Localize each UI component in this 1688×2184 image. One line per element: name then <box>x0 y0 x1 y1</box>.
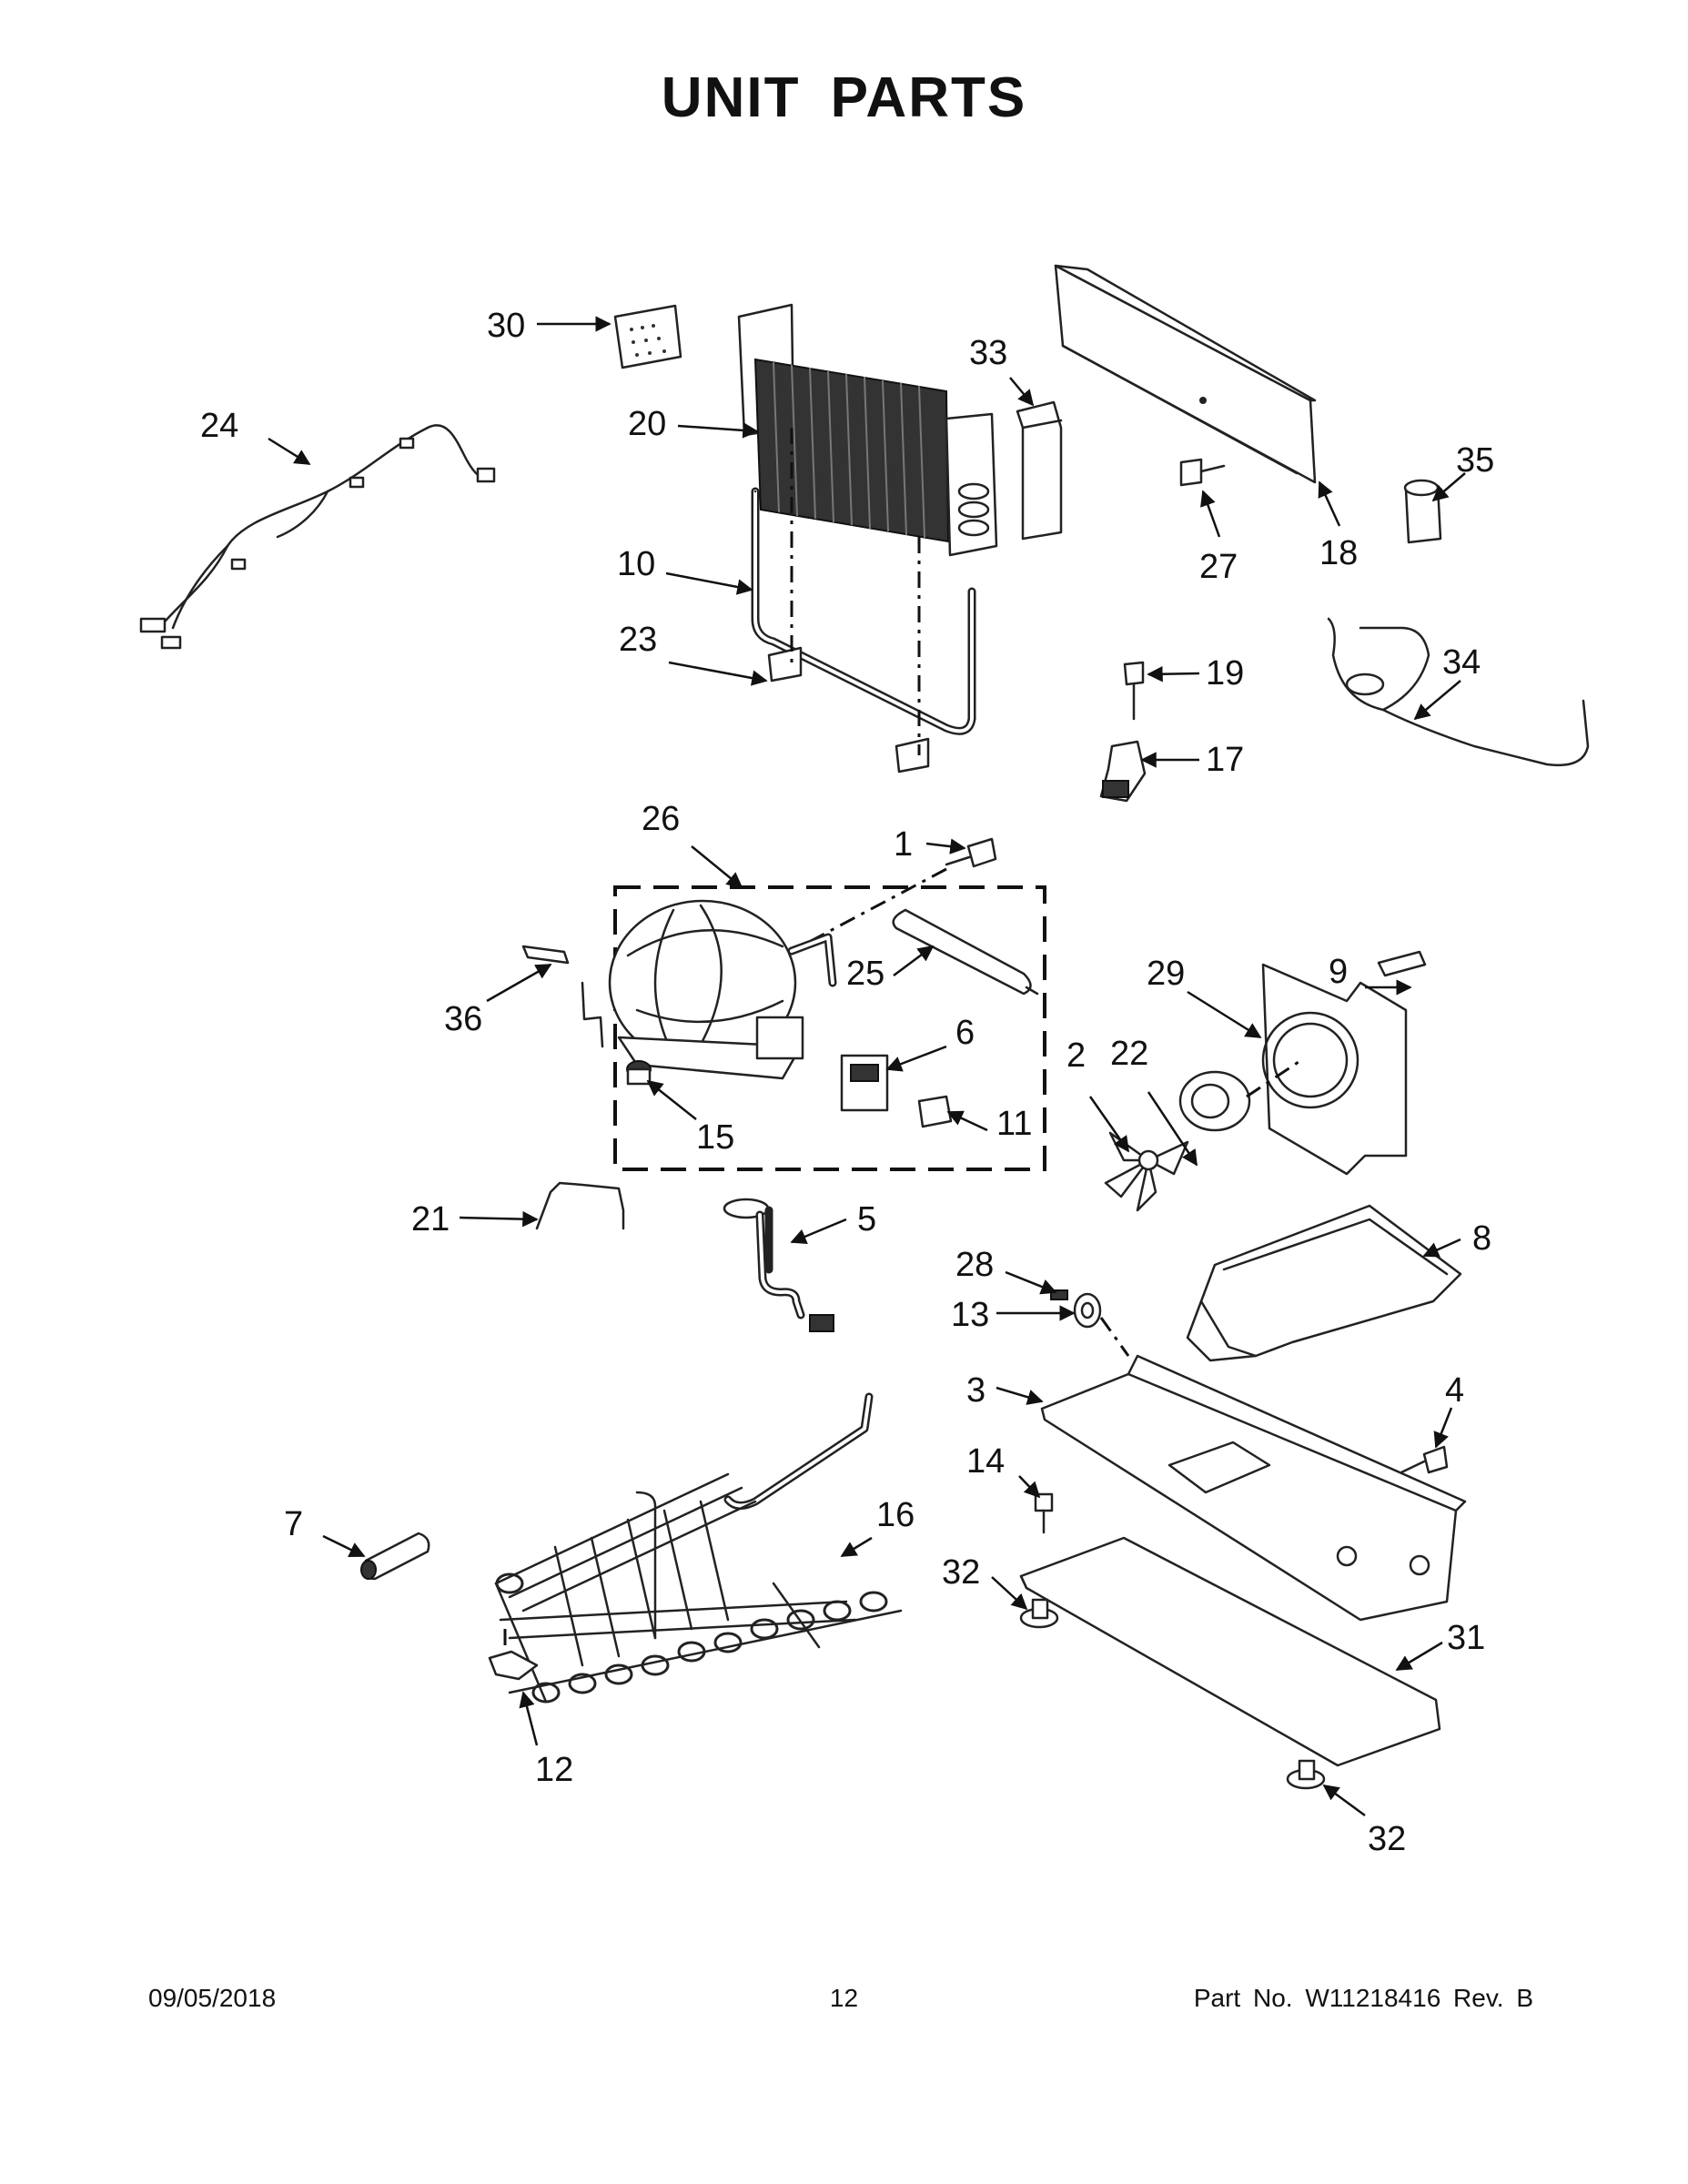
callout-19: 19 <box>1206 654 1244 693</box>
fan-shroud <box>1261 963 1408 1176</box>
leader-lines <box>268 316 1466 1817</box>
condenser-shroud <box>1054 264 1317 484</box>
callout-33: 33 <box>969 334 1007 372</box>
condenser-coil <box>494 1392 903 1704</box>
callout-13: 13 <box>951 1296 989 1334</box>
callout-14: 14 <box>966 1442 1005 1481</box>
tube-clip <box>535 1181 625 1230</box>
callout-32-upper: 32 <box>942 1553 980 1592</box>
callout-23: 23 <box>619 621 657 659</box>
condenser-tubing <box>751 487 976 774</box>
compressor <box>608 899 837 1080</box>
callout-22: 22 <box>1110 1035 1148 1073</box>
callout-29: 29 <box>1147 955 1185 993</box>
leveling-foot-upper <box>1019 1598 1059 1629</box>
callout-1: 1 <box>894 825 913 864</box>
fan-blade <box>1104 1131 1189 1212</box>
callout-24: 24 <box>200 407 238 445</box>
condenser <box>737 303 998 557</box>
footer-page-number: 12 <box>829 1984 859 2012</box>
callout-2: 2 <box>1066 1036 1086 1075</box>
clip-36 <box>521 945 604 1048</box>
condenser-fan-motor <box>1178 1058 1302 1132</box>
leveling-foot-lower <box>1286 1759 1326 1790</box>
callout-5: 5 <box>857 1200 876 1239</box>
callout-36: 36 <box>444 1000 482 1038</box>
condenser-baffle <box>1016 400 1063 541</box>
screw-9 <box>1377 950 1427 977</box>
callout-15: 15 <box>696 1118 734 1157</box>
callout-20: 20 <box>628 405 666 443</box>
callout-12: 12 <box>535 1751 573 1789</box>
filter-drier <box>892 908 1039 996</box>
callout-17: 17 <box>1206 741 1244 779</box>
grommet-13 <box>1073 1292 1102 1329</box>
callout-9: 9 <box>1329 953 1348 991</box>
grommet-15 <box>626 1060 652 1086</box>
page-title: UNIT PARTS <box>661 66 1027 129</box>
callout-7: 7 <box>284 1505 303 1543</box>
callout-35: 35 <box>1456 441 1494 480</box>
screw-4 <box>1400 1445 1449 1474</box>
callout-30: 30 <box>487 307 525 345</box>
relay-cover <box>917 1095 953 1128</box>
bolt-1 <box>945 837 997 868</box>
insulation-sleeve <box>1403 479 1442 544</box>
callout-28: 28 <box>955 1246 994 1284</box>
screw-27 <box>1179 458 1226 487</box>
callout-3: 3 <box>966 1371 986 1410</box>
grommet-28 <box>1050 1289 1068 1300</box>
callout-10: 10 <box>617 545 655 583</box>
drier-tubing <box>1327 617 1590 767</box>
bracket-17 <box>1099 740 1147 803</box>
wire-harness <box>139 424 496 650</box>
callout-26: 26 <box>642 800 680 838</box>
callout-11: 11 <box>996 1105 1032 1143</box>
callout-25: 25 <box>846 955 884 993</box>
clip-12 <box>488 1650 539 1681</box>
electronic-control-board <box>613 304 682 369</box>
callout-16: 16 <box>876 1496 915 1534</box>
callout-18: 18 <box>1319 534 1358 572</box>
callout-31: 31 <box>1447 1619 1485 1657</box>
callout-6: 6 <box>955 1014 975 1052</box>
footer-part-number: Part No. W11218416 Rev. B <box>1193 1984 1533 2012</box>
callout-4: 4 <box>1445 1371 1464 1410</box>
suction-tube <box>723 1198 834 1332</box>
machine-compartment-base <box>1040 1354 1467 1622</box>
drain-pan <box>1186 1204 1462 1362</box>
footer-date: 09/05/2018 <box>148 1984 277 2012</box>
bottom-cover-panel <box>1019 1536 1441 1767</box>
screw-14 <box>1034 1492 1054 1534</box>
callout-32-lower: 32 <box>1368 1820 1406 1858</box>
screw-19 <box>1123 661 1145 721</box>
callout-27: 27 <box>1199 548 1238 586</box>
callout-labels: 30 24 20 33 10 23 27 18 35 19 17 34 26 1… <box>200 307 1494 1858</box>
insulation-tube-7 <box>360 1532 430 1581</box>
callout-8: 8 <box>1472 1219 1491 1258</box>
callout-34: 34 <box>1442 643 1481 682</box>
start-relay <box>840 1054 889 1112</box>
callout-21: 21 <box>411 1200 450 1239</box>
